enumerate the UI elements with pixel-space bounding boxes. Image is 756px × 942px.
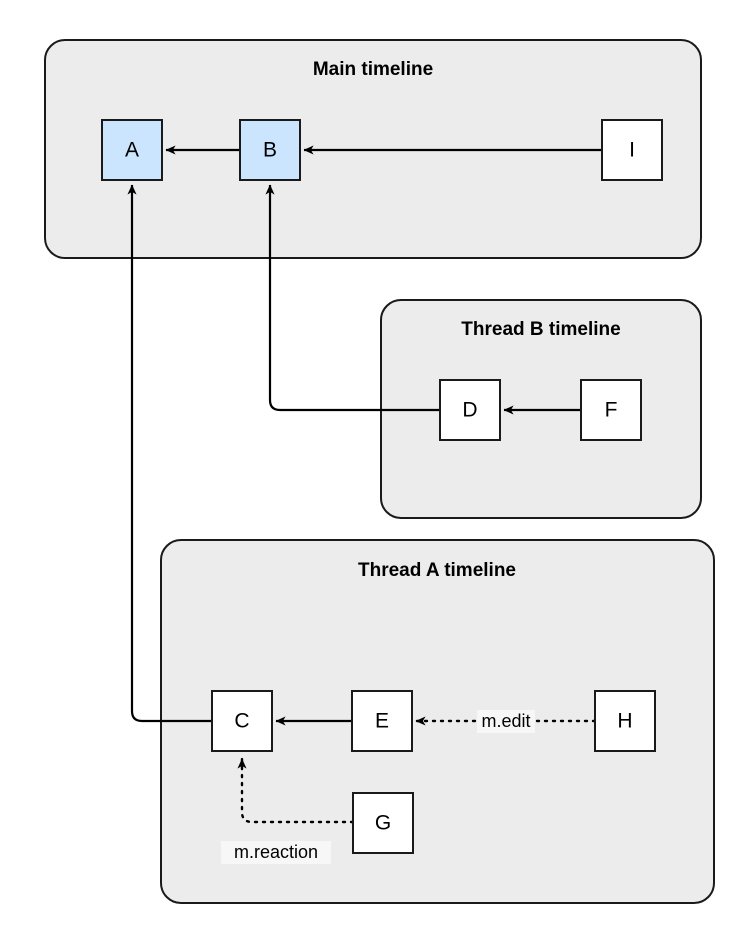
node-i-label: I xyxy=(629,139,635,162)
node-e-box[interactable] xyxy=(351,690,413,752)
node-c-box[interactable] xyxy=(211,690,273,752)
node-h-label: H xyxy=(617,710,632,733)
node-a[interactable]: A xyxy=(101,119,163,181)
edge-label-m-reaction-bg xyxy=(221,841,331,864)
edge-d-to-b xyxy=(265,184,440,412)
node-f-label: F xyxy=(605,399,618,422)
node-c-label: C xyxy=(234,710,249,733)
node-g-label: G xyxy=(375,812,391,835)
node-e-label: E xyxy=(375,710,389,733)
node-b-box[interactable] xyxy=(239,119,301,181)
edge-c-to-a xyxy=(127,184,212,723)
edge-label-m-reaction-text: m.reaction xyxy=(234,842,318,862)
node-h-box[interactable] xyxy=(594,690,656,752)
node-layer: A B I D F C xyxy=(101,119,663,854)
node-f[interactable]: F xyxy=(580,379,642,441)
node-g-box[interactable] xyxy=(352,792,414,854)
node-d-label: D xyxy=(462,399,477,422)
group-main-timeline-title: Main timeline xyxy=(313,59,433,80)
node-d[interactable]: D xyxy=(439,379,501,441)
node-c[interactable]: C xyxy=(211,690,273,752)
node-a-box[interactable] xyxy=(101,119,163,181)
group-thread-b-timeline-title: Thread B timeline xyxy=(461,319,620,340)
node-i-box[interactable] xyxy=(601,119,663,181)
node-d-box[interactable] xyxy=(439,379,501,441)
group-thread-a-timeline-title: Thread A timeline xyxy=(358,560,516,581)
node-g[interactable]: G xyxy=(352,792,414,854)
node-e[interactable]: E xyxy=(351,690,413,752)
edge-label-m-edit-bg xyxy=(477,710,535,733)
node-b[interactable]: B xyxy=(239,119,301,181)
node-b-label: B xyxy=(263,139,277,162)
node-a-label: A xyxy=(125,139,139,162)
node-i[interactable]: I xyxy=(601,119,663,181)
node-f-box[interactable] xyxy=(580,379,642,441)
node-h[interactable]: H xyxy=(594,690,656,752)
edge-label-m-edit: m.edit xyxy=(477,710,535,733)
edge-label-m-reaction: m.reaction xyxy=(221,841,331,864)
edge-label-layer: m.edit m.reaction xyxy=(221,710,535,864)
edge-label-m-edit-text: m.edit xyxy=(481,711,530,731)
